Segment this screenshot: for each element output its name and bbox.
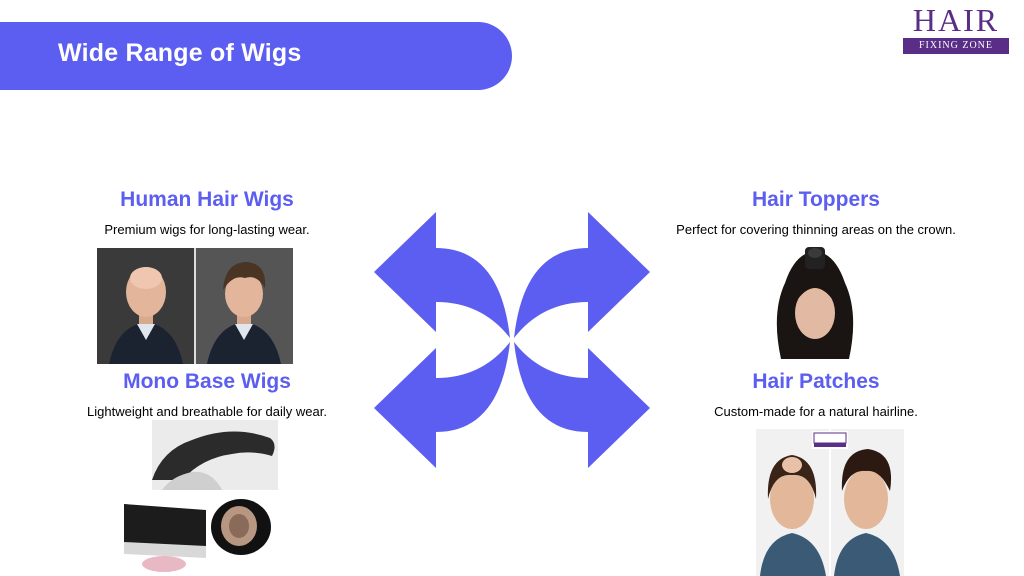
hair-patches-photo	[756, 429, 904, 576]
human-hair-wigs-photo	[97, 248, 293, 364]
hair-toppers-title: Hair Toppers	[752, 188, 880, 211]
page-title: Wide Range of Wigs	[58, 39, 302, 67]
mono-base-cap-photo	[206, 494, 276, 560]
human-hair-wigs-title: Human Hair Wigs	[120, 188, 294, 211]
mono-base-wigs-title: Mono Base Wigs	[123, 370, 291, 393]
hair-patches-desc: Custom-made for a natural hairline.	[714, 404, 918, 419]
cycle-arrows-icon	[372, 210, 652, 470]
logo-subtitle: FIXING ZONE	[918, 40, 994, 51]
header-banner: Wide Range of Wigs	[0, 22, 512, 90]
mono-base-hairstyle-photo	[152, 420, 278, 490]
logo-word: HAIR	[912, 2, 1000, 38]
brand-logo[interactable]: HAIR FIXING ZONE	[903, 2, 1009, 54]
hair-toppers-photo	[765, 243, 865, 361]
human-hair-wigs-desc: Premium wigs for long-lasting wear.	[104, 222, 310, 237]
mono-base-hairline-photo	[124, 496, 206, 572]
logo-band: FIXING ZONE	[903, 38, 1009, 54]
hair-toppers-desc: Perfect for covering thinning areas on t…	[676, 222, 956, 237]
mono-base-wigs-desc: Lightweight and breathable for daily wea…	[87, 404, 327, 419]
hair-patches-title: Hair Patches	[752, 370, 880, 393]
